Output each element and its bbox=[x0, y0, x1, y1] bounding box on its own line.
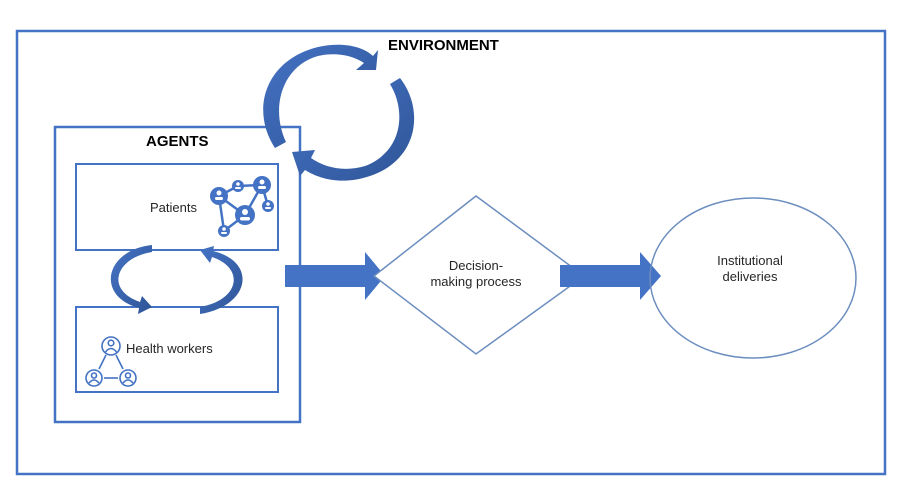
agents-interaction-arrow bbox=[110, 245, 243, 314]
outcome-ellipse bbox=[649, 197, 857, 359]
decision-label-line1: Decision- bbox=[448, 258, 504, 273]
arrow-agents-to-decision bbox=[285, 252, 385, 300]
cycle-arc-top bbox=[263, 44, 378, 149]
cycle-arc-bottom bbox=[292, 78, 415, 181]
outcome-label: Institutional deliveries bbox=[700, 253, 800, 286]
team-people-icon bbox=[85, 336, 137, 387]
arrow-decision-to-outcome bbox=[560, 252, 661, 300]
outcome-label-line2: deliveries bbox=[722, 269, 778, 285]
environment-frame bbox=[15, 29, 887, 476]
health-workers-label: Health workers bbox=[126, 341, 213, 356]
agents-label: AGENTS bbox=[146, 133, 209, 150]
decision-label: Decision- making process bbox=[420, 258, 532, 291]
environment-label: ENVIRONMENT bbox=[388, 37, 499, 54]
decision-diamond bbox=[372, 195, 586, 355]
environment-cycle-arrow bbox=[263, 44, 415, 181]
health-workers-box bbox=[75, 306, 279, 393]
outcome-label-line1: Institutional bbox=[717, 253, 783, 268]
patients-label: Patients bbox=[150, 200, 197, 215]
network-people-icon bbox=[210, 176, 274, 237]
inner-arc-right bbox=[200, 246, 243, 314]
inner-arc-left bbox=[110, 245, 152, 314]
decision-label-line2: making process bbox=[430, 274, 522, 290]
